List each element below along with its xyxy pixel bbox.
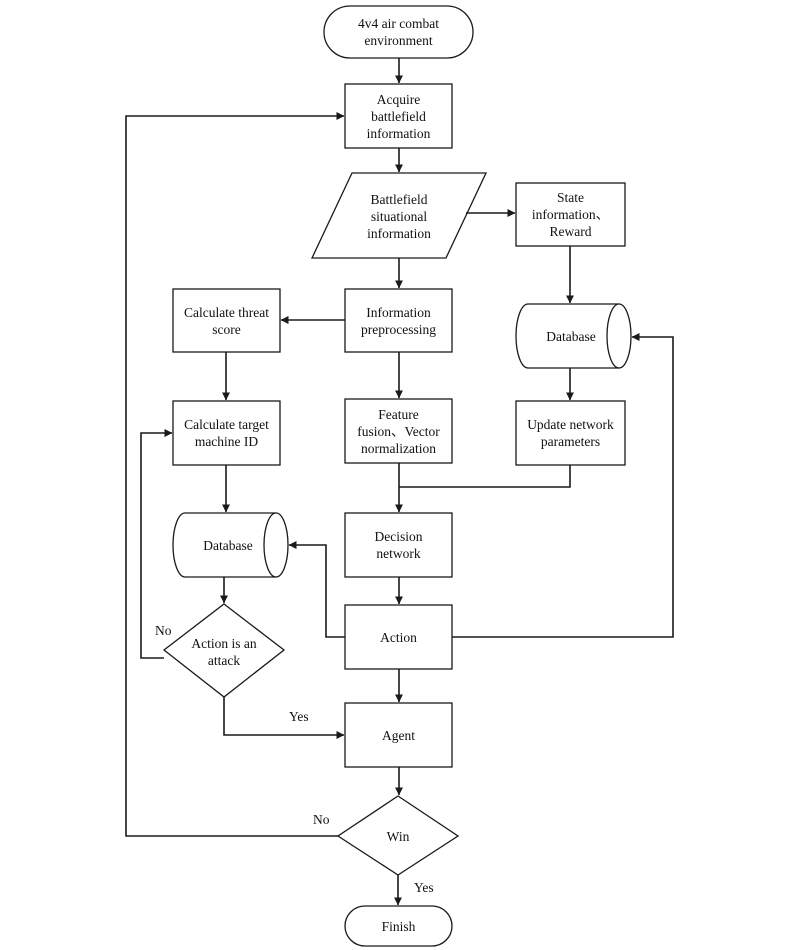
- database-right-label: Database: [546, 328, 596, 344]
- feature-box: [344, 398, 453, 464]
- arrow-action-to-left-database: [288, 541, 345, 638]
- database-right-cylinder: [515, 303, 632, 369]
- attack-label: Action is an attack: [191, 636, 257, 668]
- win-no-label: No: [313, 811, 330, 827]
- database-left-cylinder: [172, 512, 289, 578]
- feature-label: Feature fusion、Vector normalization: [357, 406, 440, 456]
- attack-no-label: No: [155, 622, 172, 638]
- arrow-win-no-to-acquire: [125, 112, 345, 837]
- win-yes-label: Yes: [414, 879, 434, 895]
- line-update-to-decision: [399, 465, 571, 488]
- situational-parallelogram: [310, 172, 488, 259]
- win-label: Win: [386, 828, 410, 844]
- decision-label: Decision network: [374, 529, 423, 561]
- action-label: Action: [380, 629, 417, 645]
- situational-label: Battlefield situational information: [367, 191, 431, 241]
- attack-yes-label: Yes: [289, 708, 309, 724]
- threat-box: [172, 288, 281, 353]
- preprocess-label: Information preprocessing: [361, 304, 436, 337]
- arrow-action-to-right-database: [452, 333, 674, 638]
- update-box: [515, 400, 626, 466]
- finish-label: Finish: [381, 918, 416, 934]
- finish-terminal: [344, 905, 453, 947]
- acquire-label: Acquire battlefield information: [366, 91, 431, 141]
- target-label: Calculate target machine ID: [184, 417, 269, 449]
- threat-label: Calculate threat score: [183, 304, 270, 337]
- state-label: State information、 Reward: [531, 190, 610, 239]
- target-box: [172, 400, 281, 466]
- decision-box: [344, 512, 453, 578]
- arrow-attack-no-to-target: [140, 429, 173, 659]
- database-left-label: Database: [203, 537, 253, 553]
- action-box: [344, 604, 453, 670]
- start-label: 4v4 air combat environment: [358, 16, 439, 48]
- arrow-attack-yes-to-agent: [223, 697, 345, 739]
- update-label: Update network parameters: [527, 417, 614, 449]
- state-box: [515, 182, 626, 247]
- agent-box: [344, 702, 453, 768]
- agent-label: Agent: [382, 727, 415, 743]
- acquire-box: [344, 83, 453, 149]
